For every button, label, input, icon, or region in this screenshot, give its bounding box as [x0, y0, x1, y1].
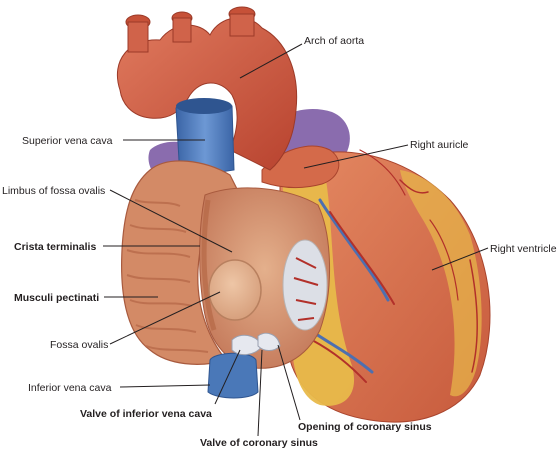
leader-valve-ivc	[214, 349, 241, 405]
label-valve-of-coronary-sinus: Valve of coronary sinus	[200, 437, 318, 449]
label-superior-vena-cava: Superior vena cava	[22, 135, 113, 147]
leader-opening-coronary-sinus	[277, 344, 301, 421]
leader-arch-of-aorta	[239, 43, 303, 79]
label-right-auricle: Right auricle	[410, 139, 469, 151]
ivc-shape	[207, 352, 259, 399]
valve-coronary-sinus-shape	[257, 332, 281, 351]
label-opening-of-coronary-sinus: Opening of coronary sinus	[298, 421, 432, 433]
crista-terminalis-ridge	[201, 199, 217, 331]
label-inferior-vena-cava: Inferior vena cava	[28, 382, 112, 394]
fossa-ovalis	[208, 259, 262, 321]
leader-valve-coronary-sinus	[257, 349, 263, 437]
leader-limbus	[109, 189, 233, 253]
labels: Arch of aorta Superior vena cava Right a…	[2, 35, 557, 449]
leader-right-ventricle	[431, 247, 489, 271]
label-right-ventricle: Right ventricle	[490, 243, 557, 255]
brachiocephalic-trunk	[127, 21, 149, 53]
label-musculi-pectinati: Musculi pectinati	[14, 292, 99, 304]
right-margin-fat	[400, 170, 482, 397]
left-carotid-trunk	[172, 17, 192, 43]
label-fossa-ovalis: Fossa ovalis	[50, 339, 108, 351]
left-subclavian-trunk	[229, 13, 255, 37]
leader-fossa-ovalis	[109, 291, 221, 345]
musculi-pectinati-ridges	[126, 199, 209, 353]
leader-right-auricle	[303, 144, 409, 169]
label-limbus-of-fossa-ovalis: Limbus of fossa ovalis	[2, 185, 105, 197]
svc-opening	[176, 98, 232, 114]
leader-lines	[103, 43, 489, 437]
tricuspid-opening	[282, 239, 328, 331]
label-valve-of-inferior-vena-cava: Valve of inferior vena cava	[80, 408, 212, 420]
label-arch-of-aorta: Arch of aorta	[304, 35, 364, 47]
label-crista-terminalis: Crista terminalis	[14, 241, 96, 253]
leader-inferior-vena-cava	[119, 384, 211, 388]
tricuspid-chordae	[293, 257, 319, 321]
